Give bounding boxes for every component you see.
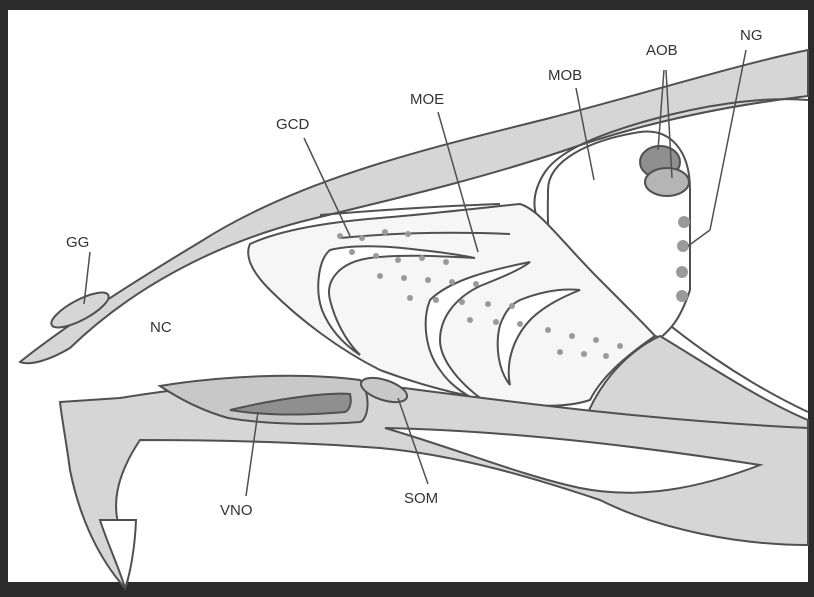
label-vno: VNO xyxy=(220,502,253,519)
moe-dot xyxy=(337,233,343,239)
moe-dot xyxy=(449,279,455,285)
moe-dot xyxy=(349,249,355,255)
moe-dot xyxy=(407,295,413,301)
moe-dot xyxy=(545,327,551,333)
moe-dot xyxy=(509,303,515,309)
label-ng: NG xyxy=(740,27,763,44)
label-mob: MOB xyxy=(548,67,582,84)
necklace-glomerulus-dot xyxy=(678,216,690,228)
necklace-glomerulus-dot xyxy=(676,290,688,302)
label-gcd: GCD xyxy=(276,116,310,133)
moe-dot xyxy=(382,229,388,235)
moe-dot xyxy=(557,349,563,355)
moe-dot xyxy=(425,277,431,283)
moe-dot xyxy=(401,275,407,281)
necklace-glomerulus-dot xyxy=(677,240,689,252)
moe-dot xyxy=(617,343,623,349)
accessory-olfactory-bulb-lower xyxy=(645,168,689,196)
moe-dot xyxy=(419,255,425,261)
moe-dot xyxy=(459,299,465,305)
moe-dot xyxy=(485,301,491,307)
necklace-glomerulus-dot xyxy=(676,266,688,278)
moe-dot xyxy=(517,321,523,327)
moe-dot xyxy=(433,297,439,303)
moe-dot xyxy=(377,273,383,279)
moe-dot xyxy=(395,257,401,263)
moe-dot xyxy=(493,319,499,325)
label-som: SOM xyxy=(404,490,438,507)
moe-dot xyxy=(467,317,473,323)
moe-dot xyxy=(603,353,609,359)
label-gg: GG xyxy=(66,234,89,251)
moe-dot xyxy=(569,333,575,339)
moe-dot xyxy=(473,281,479,287)
label-nc: NC xyxy=(150,319,172,336)
moe-dot xyxy=(359,235,365,241)
label-moe: MOE xyxy=(410,91,444,108)
moe-dot xyxy=(373,253,379,259)
moe-dot xyxy=(443,259,449,265)
moe-dot xyxy=(593,337,599,343)
label-aob: AOB xyxy=(646,42,678,59)
moe-dot xyxy=(581,351,587,357)
moe-dot xyxy=(405,231,411,237)
